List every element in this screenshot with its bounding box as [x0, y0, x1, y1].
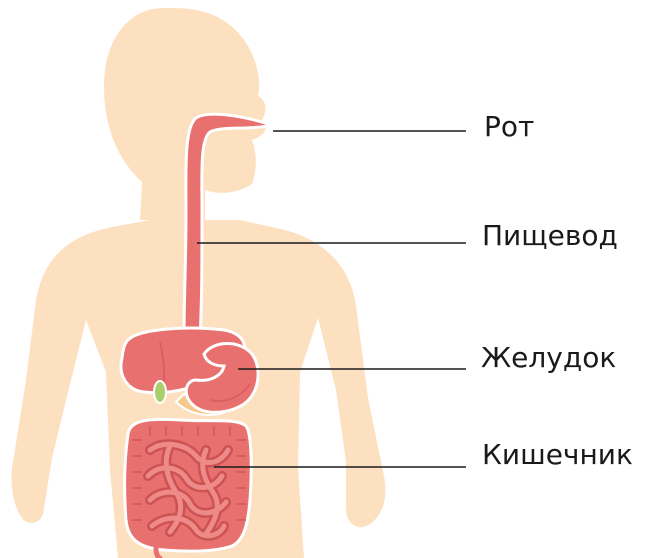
- label-intestine: Кишечник: [482, 441, 633, 469]
- label-stomach: Желудок: [481, 344, 616, 372]
- label-mouth: Рот: [484, 113, 534, 141]
- gallbladder-organ: [154, 381, 166, 403]
- label-esophagus: Пищевод: [482, 222, 618, 250]
